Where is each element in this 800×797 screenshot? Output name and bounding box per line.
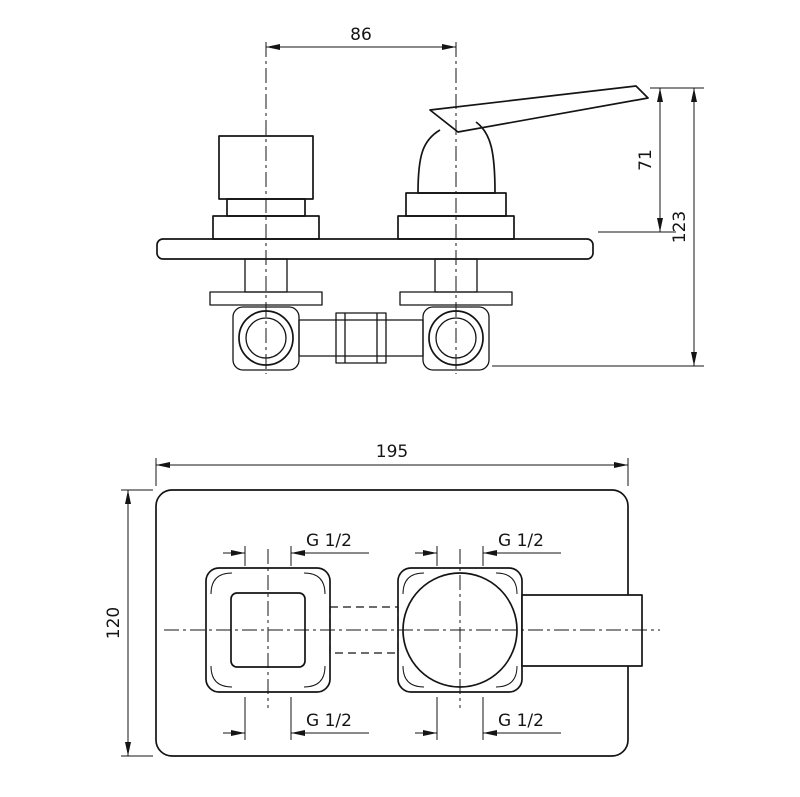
- dimension-195: 195: [155, 442, 629, 486]
- dim-120-label: 120: [104, 607, 124, 639]
- union-nut: [335, 312, 387, 364]
- concealed-body: [209, 258, 513, 371]
- connector-pipe: [298, 319, 424, 357]
- wall-plate: [156, 238, 594, 260]
- thread-bottom-left-label: G 1/2: [306, 711, 352, 731]
- thread-bottom-right: G 1/2: [415, 697, 561, 740]
- thread-top-right-label: G 1/2: [498, 531, 544, 551]
- dim-86-label: 86: [350, 25, 372, 45]
- dim-71-label: 71: [636, 149, 656, 171]
- lever-handle: [417, 85, 649, 194]
- thread-top-right: G 1/2: [415, 531, 561, 566]
- thread-bottom-left: G 1/2: [223, 697, 369, 740]
- front-view: 195 120 G 1/2 G 1/2: [104, 442, 660, 757]
- thread-top-left: G 1/2: [223, 531, 369, 566]
- dimension-120: 120: [104, 489, 153, 757]
- thread-top-left-label: G 1/2: [306, 531, 352, 551]
- thread-bottom-right-label: G 1/2: [498, 711, 544, 731]
- dim-195-label: 195: [376, 442, 408, 462]
- side-view: 86 71 123: [156, 25, 704, 374]
- dimension-123: 123: [492, 88, 704, 367]
- dimension-86: 86: [266, 25, 456, 50]
- dimension-71: 71: [598, 87, 704, 233]
- dim-123-label: 123: [670, 211, 690, 243]
